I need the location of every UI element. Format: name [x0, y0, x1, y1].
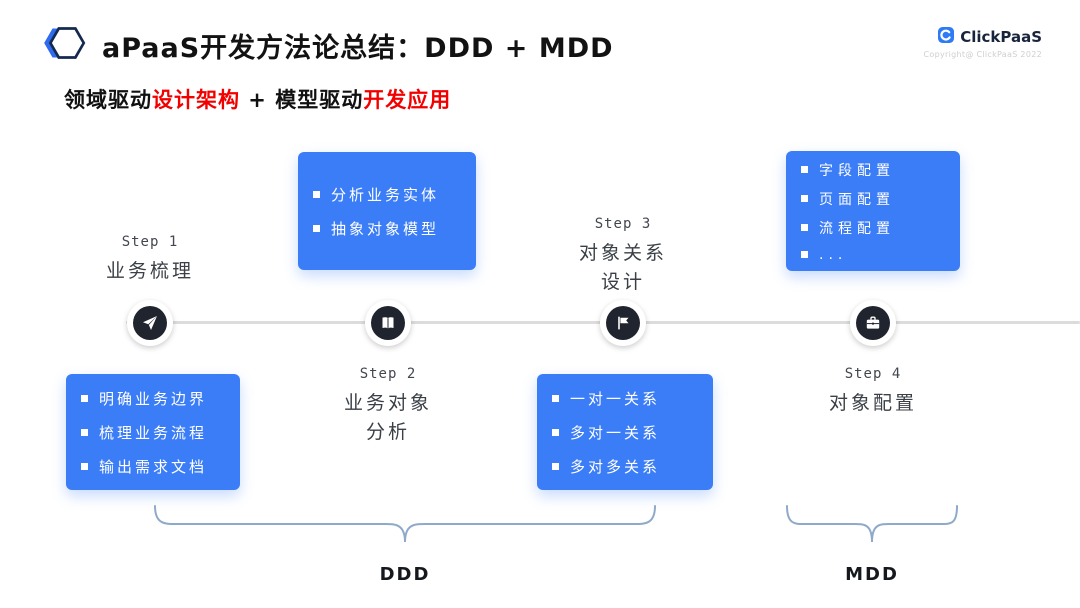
- step3-title: 对象关系 设计: [543, 239, 703, 296]
- item-text: 多对多关系: [570, 457, 661, 476]
- list-item: 明确业务边界: [81, 388, 225, 409]
- copyright-text: Copyright@ ClickPaaS 2022: [923, 50, 1042, 59]
- bullet-icon: [552, 462, 559, 470]
- list-item: 流程配置: [801, 218, 945, 238]
- item-text: 流程配置: [819, 220, 895, 237]
- list-item: 抽象对象模型: [313, 218, 461, 239]
- step4-label-block: Step 4 对象配置: [793, 366, 953, 418]
- step1-label-block: Step 1 业务梳理: [70, 234, 230, 286]
- page-title: aPaaS开发方法论总结：DDD + MDD: [102, 33, 614, 64]
- subtitle-part-2: 设计架构: [152, 88, 240, 112]
- step3-callout: 一对一关系 多对一关系 多对多关系: [537, 374, 713, 490]
- bullet-icon: [801, 166, 808, 173]
- item-text: 分析业务实体: [331, 185, 440, 204]
- list-item: 字段配置: [801, 160, 945, 180]
- list-item: ...: [801, 247, 945, 263]
- step4-callout: 字段配置 页面配置 流程配置 ...: [786, 151, 960, 271]
- brand-block: ClickPaaS Copyright@ ClickPaaS 2022: [924, 26, 1042, 59]
- ddd-label: DDD: [379, 564, 431, 585]
- list-item: 多对多关系: [552, 456, 698, 477]
- hexagon-logo-icon: [40, 18, 90, 68]
- bullet-icon: [313, 190, 320, 198]
- book-icon: [371, 306, 405, 340]
- bullet-icon: [801, 251, 808, 258]
- step2-callout: 分析业务实体 抽象对象模型: [298, 152, 476, 270]
- item-text: 页面配置: [819, 191, 895, 208]
- step1-callout: 明确业务边界 梳理业务流程 输出需求文档: [66, 374, 240, 490]
- bullet-icon: [801, 224, 808, 231]
- bullet-icon: [81, 428, 88, 436]
- item-text: 多对一关系: [570, 423, 661, 442]
- timeline-node-step3: [600, 300, 646, 346]
- item-text: 梳理业务流程: [99, 423, 208, 442]
- item-text: 输出需求文档: [99, 457, 208, 476]
- mdd-brace: [786, 505, 958, 543]
- step4-number: Step 4: [844, 366, 902, 382]
- paper-plane-icon: [133, 306, 167, 340]
- step2-label-block: Step 2 业务对象 分析: [308, 366, 468, 446]
- step1-title: 业务梳理: [105, 260, 194, 282]
- step2-number: Step 2: [359, 366, 417, 382]
- list-item: 多对一关系: [552, 422, 698, 443]
- list-item: 分析业务实体: [313, 184, 461, 205]
- bullet-icon: [552, 394, 559, 402]
- clickpaas-logo-icon: [937, 26, 955, 48]
- step2-title: 业务对象 分析: [308, 389, 468, 446]
- list-item: 梳理业务流程: [81, 422, 225, 443]
- subtitle-part-3: + 模型驱动: [240, 88, 364, 112]
- timeline-node-step4: [850, 300, 896, 346]
- step1-number: Step 1: [121, 234, 179, 250]
- step3-label-block: Step 3 对象关系 设计: [543, 216, 703, 296]
- bullet-icon: [801, 195, 808, 202]
- item-text: 一对一关系: [570, 389, 661, 408]
- ddd-brace: [154, 505, 656, 543]
- item-text: 明确业务边界: [99, 389, 208, 408]
- timeline-node-step1: [127, 300, 173, 346]
- bullet-icon: [81, 462, 88, 470]
- list-item: 页面配置: [801, 189, 945, 209]
- brand-name: ClickPaaS: [960, 28, 1042, 46]
- bullet-icon: [81, 394, 88, 402]
- item-text: ...: [819, 246, 848, 263]
- mdd-label: MDD: [845, 564, 899, 585]
- step4-title: 对象配置: [828, 392, 917, 414]
- bullet-icon: [552, 428, 559, 436]
- step3-number: Step 3: [594, 216, 652, 232]
- step2-title-line2: 分析: [365, 420, 410, 443]
- subtitle: 领域驱动设计架构 + 模型驱动开发应用: [64, 84, 451, 114]
- item-text: 抽象对象模型: [331, 219, 440, 238]
- timeline-node-step2: [365, 300, 411, 346]
- step3-title-line2: 设计: [600, 270, 645, 293]
- list-item: 一对一关系: [552, 388, 698, 409]
- step3-title-line1: 对象关系: [578, 242, 667, 264]
- subtitle-part-4: 开发应用: [363, 88, 452, 112]
- subtitle-part-1: 领域驱动: [64, 88, 152, 112]
- list-item: 输出需求文档: [81, 456, 225, 477]
- item-text: 字段配置: [819, 162, 895, 179]
- bullet-icon: [313, 224, 320, 232]
- flag-icon: [606, 306, 640, 340]
- step2-title-line1: 业务对象: [343, 392, 432, 414]
- briefcase-icon: [856, 306, 890, 340]
